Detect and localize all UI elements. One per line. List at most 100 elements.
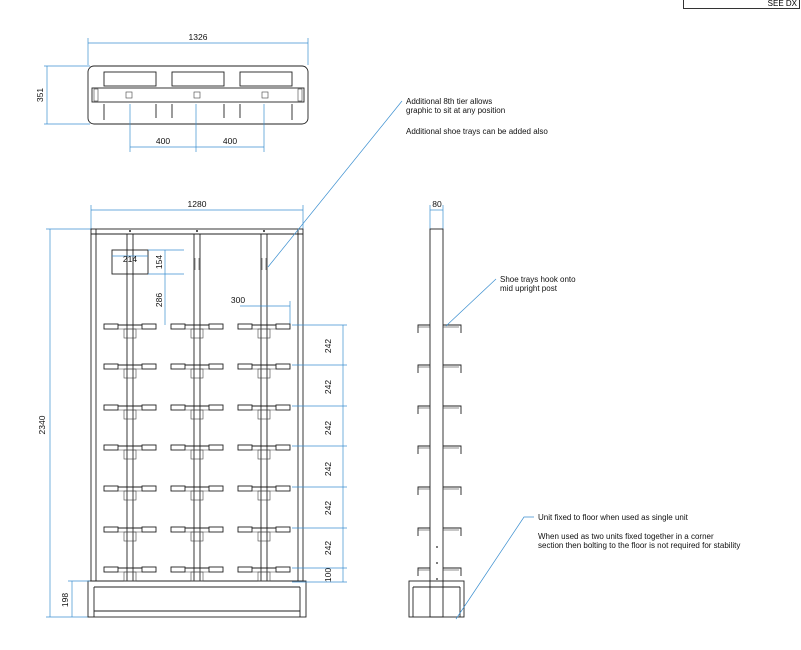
shoe-tray — [237, 363, 291, 379]
tier-spacing-label-2: 242 — [323, 380, 333, 394]
tray-right-lip — [275, 485, 291, 492]
tray-left-lip — [237, 404, 253, 411]
front-view: 1280 2340 214 — [37, 199, 347, 618]
tier-note-line2: graphic to sit at any position — [406, 106, 505, 115]
shoe-tray — [103, 444, 157, 460]
tray-left-lip — [170, 404, 186, 411]
shoe-tray — [237, 323, 291, 339]
tray-bracket — [123, 328, 137, 339]
tray-right-lip — [208, 444, 224, 451]
tray-right-lip — [275, 526, 291, 533]
tray-bracket — [257, 571, 271, 582]
tray-left-lip — [237, 526, 253, 533]
front-uprights — [126, 230, 268, 581]
shoe-tray — [170, 323, 224, 339]
side-bolt — [436, 578, 438, 580]
tray-left-lip — [170, 566, 186, 573]
front-hooks — [194, 258, 267, 270]
side-tray-back — [443, 445, 462, 454]
shoe-tray — [237, 526, 291, 542]
side-tray-back — [443, 405, 462, 414]
tray-right-lip — [275, 404, 291, 411]
side-tray-front — [417, 486, 430, 495]
side-tray-front — [417, 324, 430, 333]
plan-rail-end-left — [93, 88, 99, 102]
shoe-tray — [237, 485, 291, 501]
tray-bracket — [257, 449, 271, 460]
tray-bracket — [257, 490, 271, 501]
shoe-tray — [103, 404, 157, 420]
tray-bracket — [123, 368, 137, 379]
tier-extensions — [292, 324, 347, 583]
graphic-panel — [111, 249, 149, 275]
tray-bracket — [190, 571, 204, 582]
tray-right-lip — [208, 323, 224, 330]
floor-note-leader — [455, 516, 534, 620]
tray-left-lip — [170, 363, 186, 370]
tier-spacing-label-4: 242 — [323, 462, 333, 476]
tray-right-lip — [208, 526, 224, 533]
front-height-label: 2340 — [37, 415, 47, 434]
tray-bracket — [257, 409, 271, 420]
tray-left-lip — [237, 485, 253, 492]
side-base — [408, 580, 465, 618]
shoe-tray — [103, 363, 157, 379]
tray-right-lip — [208, 363, 224, 370]
tray-right-lip — [141, 566, 157, 573]
tray-left-lip — [237, 566, 253, 573]
tray-right-lip — [275, 363, 291, 370]
tray-right-lip — [208, 404, 224, 411]
tray-right-lip — [141, 526, 157, 533]
base-height-label: 198 — [60, 593, 70, 607]
front-width-label: 1280 — [188, 199, 207, 209]
plan-post-3 — [261, 91, 269, 99]
tray-left-lip — [170, 485, 186, 492]
tray-bracket — [123, 490, 137, 501]
graphic-width-label: 214 — [123, 254, 137, 264]
tier-spacing-label-3: 242 — [323, 421, 333, 435]
tray-width-label: 300 — [231, 295, 245, 305]
plan-post-1 — [125, 91, 133, 99]
tray-left-lip — [170, 323, 186, 330]
tier-note-leader — [267, 100, 403, 268]
floor-note-line2: When used as two units fixed together in… — [538, 532, 714, 541]
graphic-gap-label: 286 — [154, 293, 164, 307]
tray-bracket — [190, 531, 204, 542]
shoe-tray — [103, 485, 157, 501]
tray-right-lip — [141, 323, 157, 330]
tray-left-lip — [170, 526, 186, 533]
side-tray-back — [443, 527, 462, 536]
tray-bracket — [123, 571, 137, 582]
plan-spacing-left-label: 400 — [156, 136, 170, 146]
tray-right-lip — [141, 404, 157, 411]
tray-bracket — [123, 449, 137, 460]
shoe-tray — [170, 566, 224, 582]
side-tray-front — [417, 567, 430, 576]
hook-note-leader — [445, 278, 497, 327]
shoe-tray — [170, 404, 224, 420]
tray-bracket — [190, 449, 204, 460]
front-trays — [103, 323, 291, 582]
plan-view: 1326 351 400 400 — [35, 32, 309, 152]
plan-post-2 — [193, 91, 201, 99]
tray-right-lip — [141, 444, 157, 451]
tray-left-lip — [237, 323, 253, 330]
tray-left-lip — [103, 526, 119, 533]
tray-right-lip — [141, 363, 157, 370]
tier-note-line1: Additional 8th tier allows — [406, 97, 492, 106]
reference-box: SEE DX — [683, 0, 800, 9]
plan-tray-2 — [171, 71, 225, 87]
tray-right-lip — [208, 566, 224, 573]
tray-left-lip — [170, 444, 186, 451]
side-bolt — [436, 546, 438, 548]
hook-note-line1: Shoe trays hook onto — [500, 275, 576, 284]
side-tray-back — [443, 324, 462, 333]
annotations: Additional 8th tier allows graphic to si… — [267, 97, 740, 620]
tray-left-lip — [237, 363, 253, 370]
tray-left-lip — [103, 363, 119, 370]
tray-bracket — [257, 368, 271, 379]
shoe-tray — [170, 485, 224, 501]
side-view: 80 — [408, 199, 465, 618]
side-depth-label: 80 — [432, 199, 442, 209]
